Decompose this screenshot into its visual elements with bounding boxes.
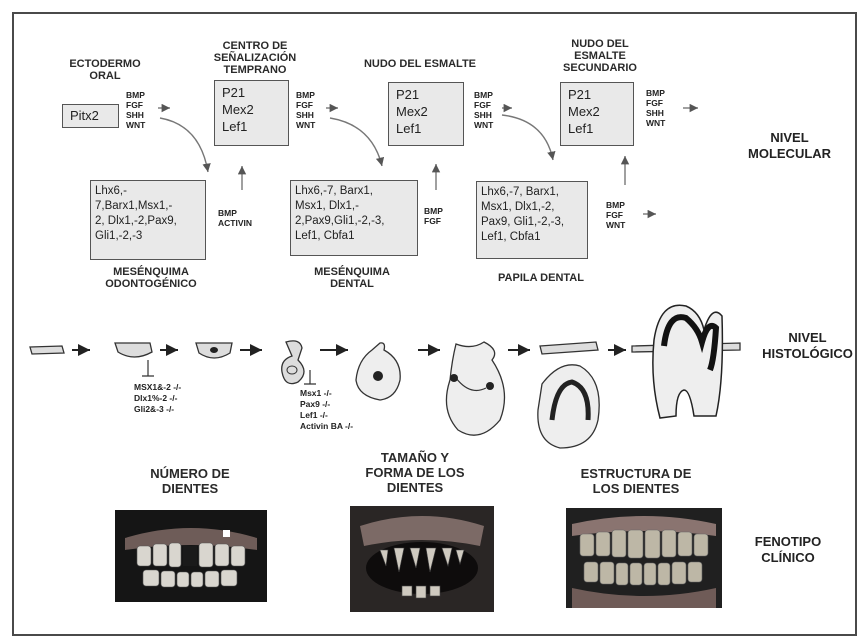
box-mesenquima-odontogenico: Lhx6,- 7,Barx1,Msx1,- 2, Dlx1,-2,Pax9, G…: [90, 180, 206, 260]
level-fenotipo: FENOTIPO CLÍNICO: [746, 534, 830, 566]
photo-tamano-forma: [350, 506, 494, 612]
signals-1: BMPFGF SHHWNT: [126, 90, 145, 130]
label-mesenquima-dental: MESÉNQUIMA DENTAL: [304, 266, 400, 290]
signals-3: BMPFGF SHHWNT: [474, 90, 493, 130]
box-papila-dental: Lhx6,-7, Barx1, Msx1, Dlx1,-2, Pax9, Gli…: [476, 181, 588, 259]
box-signal-center-3: P21 Mex2 Lef1: [560, 82, 634, 146]
signals-2: BMPFGF SHHWNT: [296, 90, 315, 130]
teeth-photo-1: [115, 510, 267, 602]
gene: P21: [396, 86, 456, 103]
gene: Lef1: [568, 120, 626, 137]
gene: Mex2: [568, 103, 626, 120]
photo-numero-dientes: [115, 510, 267, 602]
mutants-group-1: MSX1&-2 -/- Dlx1%-2 -/- Gli2&-3 -/-: [134, 382, 181, 415]
gene: Mex2: [222, 101, 281, 118]
label-mesenquima-odontogenico: MESÉNQUIMA ODONTOGÉNICO: [96, 266, 206, 290]
box-signal-center-1: P21 Mex2 Lef1: [214, 80, 289, 146]
teeth-photo-3: [566, 508, 722, 608]
histology-row: [30, 305, 740, 448]
signals-4: BMPFGF SHHWNT: [646, 88, 665, 128]
level-molecular: NIVEL MOLECULAR: [748, 130, 831, 162]
label-papila-dental: PAPILA DENTAL: [486, 272, 596, 284]
label-numero-dientes: NÚMERO DE DIENTES: [120, 466, 260, 496]
photo-estructura-dientes: [566, 508, 722, 608]
gene: Lef1: [396, 120, 456, 137]
gene: P21: [222, 84, 281, 101]
label-tamano-forma: TAMAÑO Y FORMA DE LOS DIENTES: [340, 450, 490, 495]
mutants-group-2: Msx1 -/- Pax9 -/- Lef1 -/- Activin BA -/…: [300, 388, 353, 432]
gene: P21: [568, 86, 626, 103]
gene: Mex2: [396, 103, 456, 120]
signals-bmp-activin: BMPACTIVIN: [218, 208, 252, 228]
label-nudo-esmalte-secundario: NUDO DEL ESMALTE SECUNDARIO: [550, 38, 650, 74]
label-ectodermo-oral: ECTODERMO ORAL: [60, 58, 150, 82]
gene: Lef1: [222, 118, 281, 135]
level-histologico: NIVEL HISTOLÓGICO: [756, 330, 859, 362]
box-signal-center-2: P21 Mex2 Lef1: [388, 82, 464, 146]
label-nudo-esmalte: NUDO DEL ESMALTE: [350, 58, 490, 70]
signals-bmp-fgf-wnt: BMPFGF WNT: [606, 200, 625, 230]
box-mesenquima-dental: Lhx6,-7, Barx1, Msx1, Dlx1,- 2,Pax9,Gli1…: [290, 180, 418, 256]
teeth-photo-2: [350, 506, 494, 612]
signals-bmp-fgf: BMPFGF: [424, 206, 443, 226]
label-estructura-dientes: ESTRUCTURA DE LOS DIENTES: [558, 466, 714, 496]
label-centro-senalizacion: CENTRO DE SEÑALIZACIÓN TEMPRANO: [200, 40, 310, 76]
box-pitx2: Pitx2: [62, 104, 119, 128]
